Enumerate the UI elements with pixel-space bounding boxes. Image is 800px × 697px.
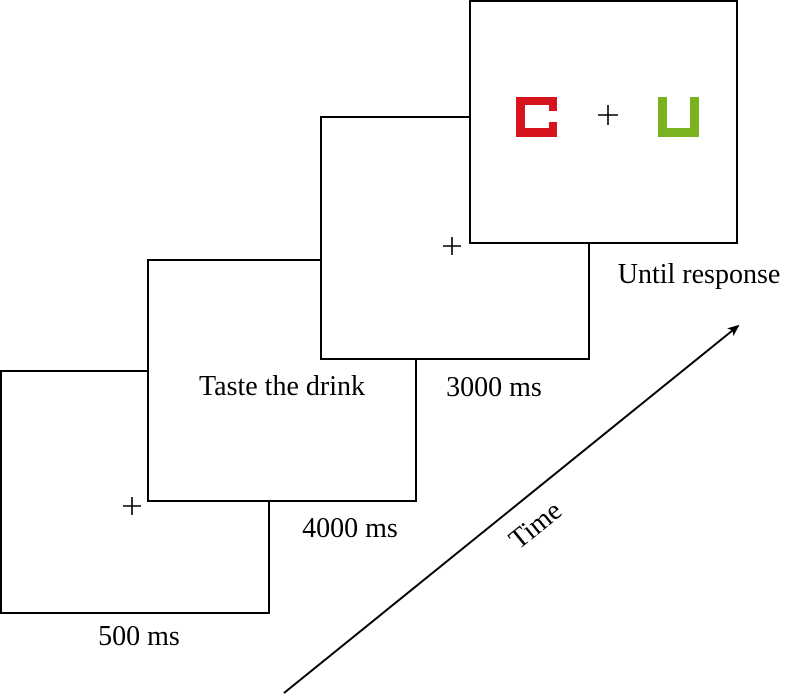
fixation-cross-icon (598, 105, 618, 125)
frame-2-duration: 4000 ms (302, 513, 398, 544)
fixation-cross-icon (443, 237, 461, 255)
red-open-square-icon (516, 97, 557, 137)
frame-2-instruction: Taste the drink (199, 371, 365, 402)
frame-3-duration: 3000 ms (446, 372, 542, 403)
time-label: Time (503, 495, 568, 556)
green-open-square-icon (658, 97, 699, 137)
frame-1-duration: 500 ms (98, 621, 180, 652)
frame-4-duration: Until response (618, 259, 781, 290)
fixation-cross-icon (123, 497, 141, 515)
time-arrow-icon (283, 324, 740, 694)
frame-4-choice: Until response (469, 0, 781, 290)
